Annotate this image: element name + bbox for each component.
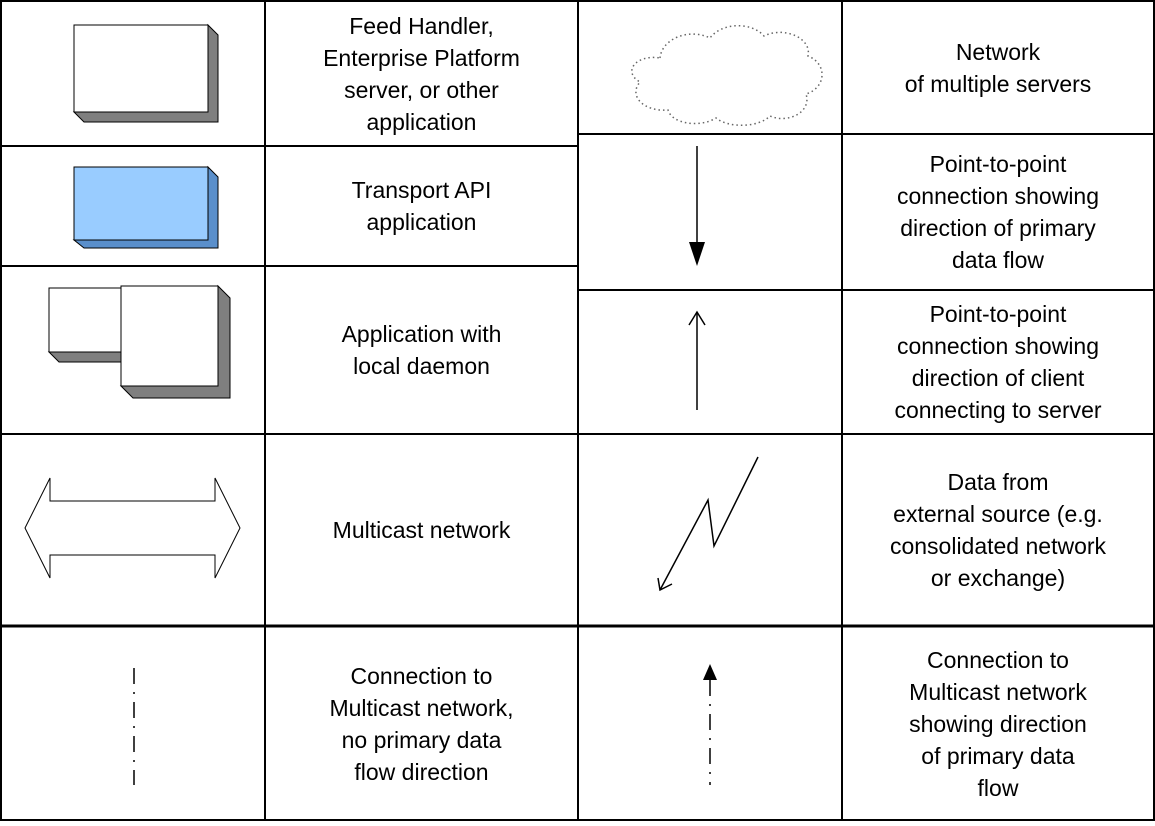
multicast-network-icon <box>24 477 241 579</box>
label-client-connecting: Point-to-point connection showing direct… <box>894 301 1102 423</box>
label-server-network: Network of multiple servers <box>904 38 1092 97</box>
down-arrow-icon <box>689 146 705 266</box>
up-arrow-icon <box>688 310 706 410</box>
dash-dot-arrow-icon <box>703 664 717 785</box>
label-multicast-network: Multicast network <box>332 517 511 543</box>
label-app-with-daemon: Application with local daemon <box>341 321 502 379</box>
label-transport-api: Transport API application <box>351 177 492 235</box>
label-external-source: Data from external source (e.g. consolid… <box>889 469 1107 591</box>
lightning-arrow-icon <box>657 456 759 592</box>
app-with-daemon-icon <box>47 284 231 399</box>
label-multicast-direction: Connection to Multicast network showing … <box>909 646 1087 801</box>
label-primary-data-flow: Point-to-point connection showing direct… <box>896 151 1100 273</box>
label-application: Feed Handler, Enterprise Platform server… <box>323 13 520 135</box>
label-multicast-connection: Connection to Multicast network, no prim… <box>329 662 514 785</box>
transport-api-box-icon <box>72 165 219 249</box>
cloud-icon <box>631 25 823 126</box>
application-box-icon <box>72 23 219 123</box>
